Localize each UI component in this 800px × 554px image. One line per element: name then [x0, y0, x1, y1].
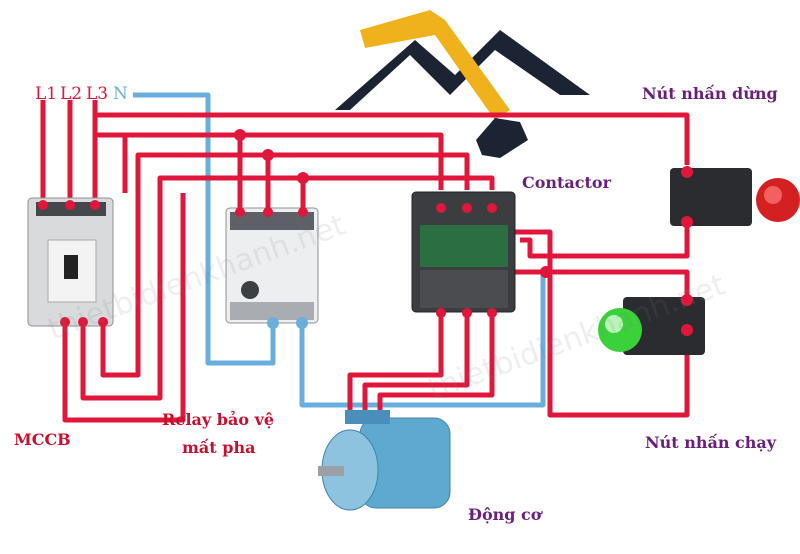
- neutral-wires: [133, 92, 546, 408]
- motor-label: Động cơ: [468, 505, 542, 524]
- start-push-button: [598, 297, 705, 355]
- logo-icon: [335, 10, 590, 158]
- junction-dots: [38, 129, 693, 336]
- mccb-label: MCCB: [14, 430, 71, 449]
- neutral-terminals: [267, 317, 308, 329]
- phase-label-l3: L3: [86, 84, 109, 104]
- mccb-breaker: [27, 197, 114, 327]
- phase-loss-relay: [225, 207, 319, 324]
- contactor-device: [411, 191, 516, 313]
- motor-device: [318, 410, 451, 511]
- stop-push-button: [670, 168, 800, 226]
- contactor-label: Contactor: [522, 173, 612, 192]
- relay-label-line2: mất pha: [182, 438, 256, 457]
- start-button-label: Nút nhấn chạy: [645, 433, 777, 452]
- phase-label-l1: L1: [35, 84, 58, 104]
- phase-label-l2: L2: [60, 84, 83, 104]
- phase-label-n: N: [113, 84, 128, 104]
- stop-button-label: Nút nhấn dừng: [642, 84, 778, 103]
- relay-label-line1: Relay bảo vệ: [162, 410, 275, 429]
- phase-wires: [40, 100, 690, 423]
